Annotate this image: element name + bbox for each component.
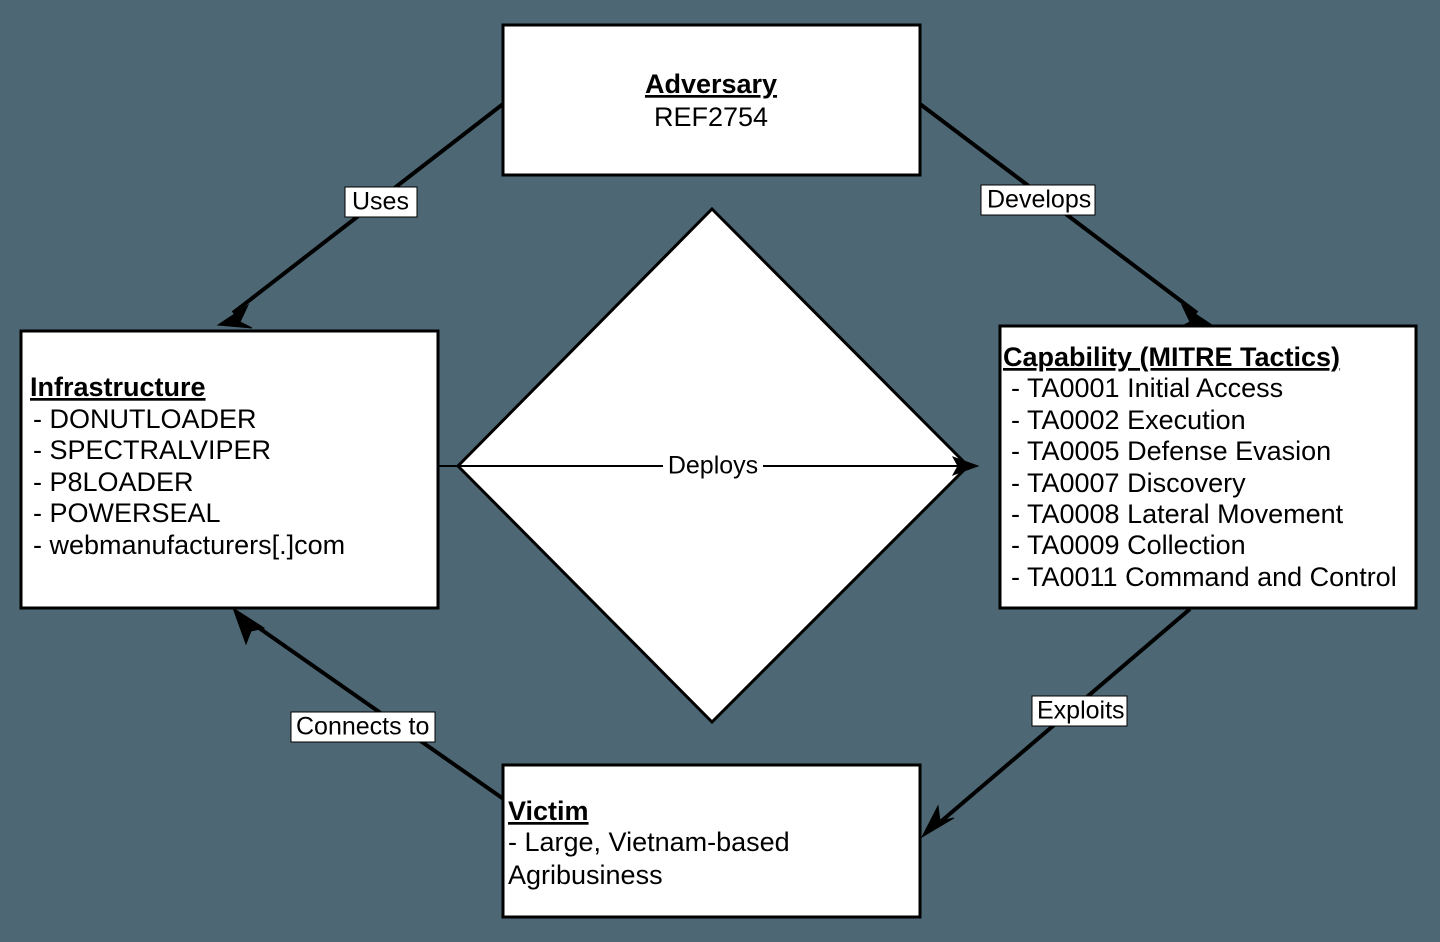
edge-label-connects-to: Connects to [296,713,429,741]
node-capability-line-5: - TA0009 Collection [1011,530,1246,560]
node-capability-title: Capability (MITRE Tactics) [1003,342,1340,372]
arrowhead-uses [216,303,253,329]
edge-label-connects-to-background [290,711,436,743]
node-capability-line-0: - TA0001 Initial Access [1011,373,1283,403]
node-infrastructure-line-1: - SPECTRALVIPER [33,435,271,465]
edge-label-connects-to-group: Connects to [290,711,436,743]
edge-line-connects-to [247,619,507,802]
node-capability-line-2: - TA0005 Defense Evasion [1011,436,1331,466]
edge-label-exploits-group: Exploits [1031,695,1128,727]
node-victim-line-1: Agribusiness [508,860,663,890]
node-infrastructure-title: Infrastructure [30,372,206,402]
edge-label-develops-group: Develops [980,184,1096,216]
node-adversary[interactable] [501,23,922,177]
edge-label-exploits: Exploits [1037,697,1125,725]
arrowhead-connects-to [232,606,266,646]
node-infrastructure-line-4: - webmanufacturers[.]com [33,530,345,560]
node-victim[interactable] [501,763,922,919]
node-infrastructure[interactable] [19,329,440,610]
node-infrastructure-line-2: - P8LOADER [33,467,194,497]
node-victim-title: Victim [508,796,589,826]
edge-label-uses-background [344,186,418,218]
deploys-label-background [663,452,763,480]
edge-label-exploits-background [1031,695,1128,727]
arrowhead-deploys [951,456,980,476]
node-capability-line-1: - TA0002 Execution [1011,405,1246,435]
node-capability-line-3: - TA0007 Discovery [1011,468,1246,498]
node-capability-line-4: - TA0008 Lateral Movement [1011,499,1344,529]
node-adversary-title: Adversary [645,69,777,99]
edge-label-develops: Develops [987,186,1091,214]
edge-label-uses-group: Uses [344,186,418,218]
node-capability-line-6: - TA0011 Command and Control [1011,562,1397,592]
node-infrastructure-line-3: - POWERSEAL [33,498,221,528]
arrowhead-exploits [920,804,955,839]
edge-label-develops-background [980,184,1096,216]
node-victim-line-0: - Large, Vietnam-based [508,827,790,857]
node-capability[interactable] [998,324,1418,610]
node-adversary-line-0: REF2754 [654,102,768,132]
edge-label-deploys: Deploys [668,452,758,480]
edge-label-uses: Uses [352,188,409,216]
node-infrastructure-line-0: - DONUTLOADER [33,404,257,434]
